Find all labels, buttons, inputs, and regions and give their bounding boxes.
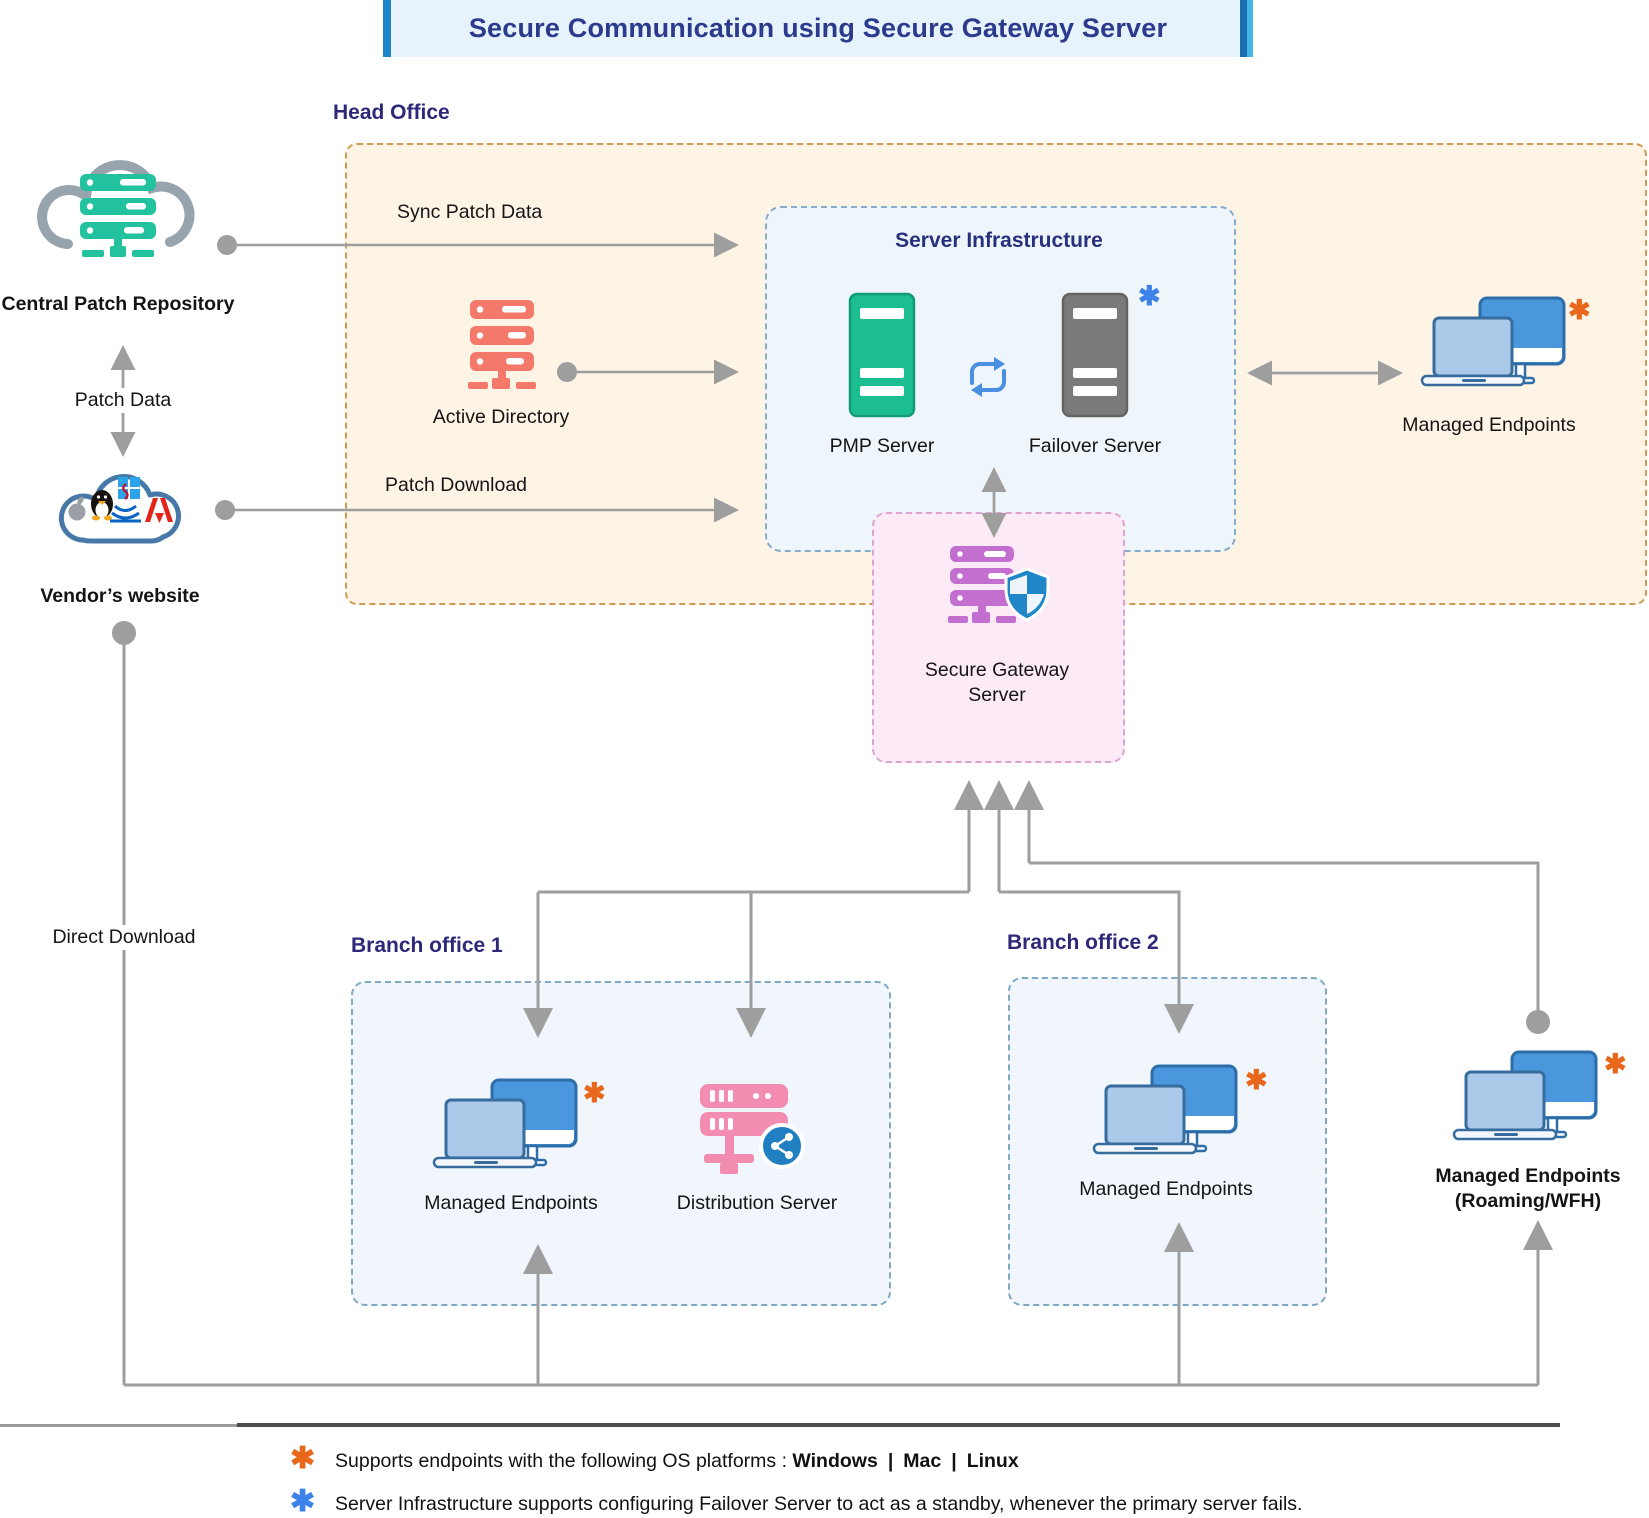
- legend-failover-note-text: Server Infrastructure supports configuri…: [335, 1493, 1303, 1515]
- distribution-server-label: Distribution Server: [676, 1192, 838, 1214]
- patch-download-label: Patch Download: [385, 474, 528, 496]
- branch-office-1-heading: Branch office 1: [351, 934, 503, 957]
- secure-gateway-server-icon: [948, 546, 1050, 623]
- secure-gateway-server-label: Secure Gateway Server: [925, 658, 1069, 708]
- distribution-server-icon: [700, 1084, 805, 1174]
- secure-gateway-label-line2: Server: [968, 684, 1026, 706]
- central-patch-repository-icon: [37, 160, 195, 257]
- legend-failover-note: Server Infrastructure supports configuri…: [335, 1493, 1302, 1516]
- legend-os-mac: Mac: [903, 1450, 942, 1472]
- footer-divider: [237, 1423, 1560, 1427]
- failover-asterisk-badge: ✱: [1138, 281, 1161, 311]
- secure-gateway-zone: [872, 512, 1125, 763]
- linux-tux-logo: [91, 490, 113, 521]
- server-infrastructure-heading: Server Infrastructure: [895, 229, 1103, 252]
- managed-endpoints-bo1-icon: [432, 1078, 578, 1169]
- title-left-accent-bar: [383, 0, 391, 57]
- roaming-label-line1: Managed Endpoints: [1435, 1165, 1621, 1187]
- title-right-accent-bar-dark: [1240, 0, 1247, 57]
- pmp-server-label: PMP Server: [829, 435, 935, 457]
- legend-orange-asterisk: ✱: [290, 1442, 316, 1475]
- legend-os-linux: Linux: [966, 1450, 1019, 1472]
- direct-download-label: Direct Download: [47, 925, 201, 950]
- secure-gateway-label-line1: Secure Gateway: [924, 659, 1070, 681]
- page-title: Secure Communication using Secure Gatewa…: [468, 13, 1168, 43]
- adobe-logo: [145, 498, 173, 523]
- branch-office-2-heading: Branch office 2: [1007, 931, 1159, 954]
- endpoints-bo2-asterisk-badge: ✱: [1245, 1065, 1268, 1095]
- managed-endpoints-ho-icon: [1420, 296, 1566, 387]
- server-infrastructure-zone: [765, 206, 1236, 552]
- title-right-accent-bar-light: [1247, 0, 1253, 57]
- patch-data-label: Patch Data: [69, 388, 177, 413]
- managed-endpoints-roaming-label: Managed Endpoints (Roaming/WFH): [1435, 1164, 1620, 1214]
- managed-endpoints-bo1-label: Managed Endpoints: [424, 1192, 598, 1214]
- managed-endpoints-bo2-label: Managed Endpoints: [1079, 1178, 1253, 1200]
- share-icon: [759, 1123, 805, 1169]
- managed-endpoints-bo2-icon: [1092, 1064, 1238, 1155]
- managed-endpoints-roaming-icon: [1452, 1050, 1598, 1141]
- legend-blue-asterisk: ✱: [290, 1485, 316, 1518]
- active-directory-icon: [468, 300, 536, 389]
- endpoints-bo1-asterisk-badge: ✱: [583, 1078, 606, 1108]
- roaming-label-line2: (Roaming/WFH): [1454, 1190, 1602, 1212]
- central-patch-repository-label: Central Patch Repository: [1, 293, 235, 315]
- head-office-heading: Head Office: [333, 101, 450, 124]
- endpoints-roaming-asterisk-badge: ✱: [1604, 1049, 1627, 1079]
- endpoints-ho-asterisk-badge: ✱: [1568, 295, 1591, 325]
- failover-server-icon: [1061, 292, 1129, 418]
- managed-endpoints-ho-label: Managed Endpoints: [1402, 414, 1576, 436]
- legend-os-sep2: |: [951, 1450, 957, 1472]
- pmp-server-icon: [848, 292, 916, 418]
- active-directory-label: Active Directory: [432, 406, 570, 428]
- legend-os-sep1: |: [887, 1450, 894, 1472]
- sync-icon: [970, 357, 1006, 397]
- vendors-website-label: Vendor’s website: [40, 585, 200, 607]
- legend-os-note-text: Supports endpoints with the following OS…: [335, 1450, 793, 1472]
- footer-divider-left: [0, 1424, 237, 1427]
- java-logo: [110, 483, 141, 523]
- failover-server-label: Failover Server: [1028, 435, 1162, 457]
- vendors-website-icon: [58, 473, 181, 544]
- legend-os-note: Supports endpoints with the following OS…: [335, 1450, 1019, 1473]
- legend-os-windows: Windows: [792, 1450, 878, 1472]
- apple-logo: [68, 496, 86, 521]
- windows-logo: [118, 477, 140, 499]
- title-banner: Secure Communication using Secure Gatewa…: [383, 0, 1253, 57]
- shield-icon: [1004, 567, 1050, 622]
- sync-patch-data-label: Sync Patch Data: [397, 201, 543, 223]
